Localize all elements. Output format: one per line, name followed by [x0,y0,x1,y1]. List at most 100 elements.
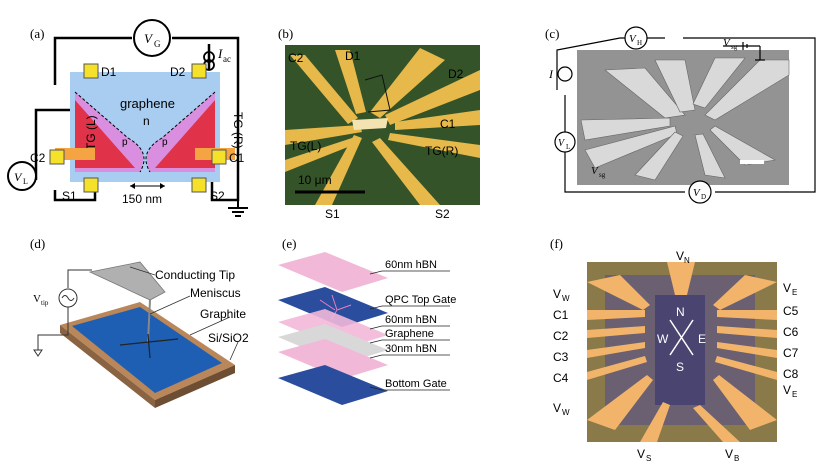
c2-label: C2 [30,151,46,165]
b-d2-label: D2 [448,67,464,81]
sem-scale-bar [740,160,764,164]
d2-label: D2 [170,65,186,79]
panel-d: (d) V tip Conducting Tip Meniscus Graphi… [0,230,270,467]
left-contact-2: C3 [553,350,569,364]
vtip-label: V [33,293,41,305]
layer-label-5: Bottom Gate [385,378,447,390]
battery-icon [742,42,765,61]
layer-label-0: 60nm hBN [385,259,437,271]
panel-b: (b) 10 μm C2 D1 D2 C1 TG(L) TG(R) S1 S2 [270,0,545,221]
right-contact-0: C5 [783,304,799,318]
vsg-bottom-sub: sg [599,171,606,179]
ve-top-sub: E [792,288,797,297]
graphite-label: Graphite [200,307,246,321]
vw-top-sub: W [562,294,570,303]
i-label: I [548,67,554,81]
channel-region [655,295,705,405]
vg-sub: G [154,39,161,49]
compass-e: E [698,332,706,346]
vb-label: V [725,447,733,461]
ve-bottom-label: V [783,383,791,397]
vs-label: V [637,447,645,461]
right-contact-1: C6 [783,325,799,339]
vl-meter-icon [7,161,37,191]
panel-b-label: (b) [278,26,293,41]
vs-sub: S [646,454,651,463]
s2-label: S2 [210,189,225,203]
left-contact-0: C1 [553,308,569,322]
vg-meter-icon [133,19,171,57]
layer-label-3: Graphene [385,328,434,340]
graphene-label: graphene [120,96,175,111]
inner-leads [352,118,388,130]
left-contact-3: C4 [553,371,569,385]
vh-meter-icon [624,26,648,50]
panel-c: (c) V H V sg I V L V sg V D [545,0,830,220]
panel-e: (e) 60nm hBN QPC Top Gate 60nm hBN Graph… [270,230,545,467]
vsg-bottom-label: V [591,165,599,177]
vw-bottom-sub: W [562,408,570,417]
panel-d-diagram: (d) V tip Conducting Tip Meniscus Graphi… [30,236,249,408]
gap-label: 150 nm [122,192,162,206]
b-c1-label: C1 [440,117,456,131]
contact-d2 [191,63,207,79]
graphite-flake [72,307,222,393]
b-tgl-label: TG(L) [290,139,321,153]
c-vl-label: V [558,138,566,149]
vb-sub: B [734,454,739,463]
d1-label: D1 [101,65,117,79]
panel-a: (a) V G I ac graphene n p TG (L) p TG (R… [0,0,270,220]
gold-leads [285,48,480,205]
panel-c-sem: (c) V H V sg I V L V sg V D [545,26,816,204]
layer-hbn-bottom [278,339,388,379]
ground-icon [33,349,43,357]
ve-top-label: V [783,281,791,295]
panel-b-micrograph: (b) 10 μm C2 D1 D2 C1 TG(L) TG(R) S1 S2 [278,26,480,221]
vsg-top-sub: sg [731,43,738,51]
b-tgr-label: TG(R) [425,144,458,158]
vh-label: V [629,33,637,45]
substrate-label: Si/SiO2 [208,331,249,345]
panel-e-label: (e) [282,236,296,251]
vn-label: V [676,249,684,263]
iac-label: I [217,46,223,61]
vd-meter-icon [688,180,712,204]
conducting-tip [88,261,166,301]
layer-label-1: QPC Top Gate [385,294,456,306]
vd-sub: D [701,193,706,201]
vsg-top-label: V [723,37,731,49]
contact-s2 [191,177,207,193]
panel-f-label: (f) [550,236,563,251]
contact-c2 [49,149,65,165]
panel-e-stack: (e) 60nm hBN QPC Top Gate 60nm hBN Graph… [278,236,456,405]
panel-f: (f) N S W E V N V W V E C1 C2 C3 C4 C5 C… [545,230,830,467]
left-contact-1: C2 [553,329,569,343]
p-left-label: p [122,137,128,148]
scale-label: 10 μm [298,173,332,187]
layer-bottom-gate [278,365,388,405]
panel-d-label: (d) [30,236,45,251]
right-contact-3: C8 [783,367,799,381]
vl-sub: L [23,177,28,186]
vtip-sub: tip [41,299,49,307]
p-right-label: p [162,137,168,148]
compass-s: S [676,360,684,374]
b-c2-label: C2 [288,51,304,65]
panel-a-diagram: (a) V G I ac graphene n p TG (L) p TG (R… [7,19,248,217]
n-region-label: n [143,114,150,128]
vw-top-label: V [553,287,561,301]
conducting-tip-label: Conducting Tip [155,268,235,282]
layer-stack [278,252,388,405]
c-vl-sub: L [566,143,570,151]
layer-label-4: 30nm hBN [385,343,437,355]
vd-label: V [693,187,701,199]
ground-icon [228,200,248,217]
right-contact-2: C7 [783,346,799,360]
c1-label: C1 [229,151,245,165]
contact-c1 [211,149,227,165]
layer-label-2: 60nm hBN [385,314,437,326]
vl-meter-icon [554,131,576,153]
vn-sub: N [684,256,690,265]
ve-bottom-sub: E [792,390,797,399]
vh-sub: H [637,39,642,47]
